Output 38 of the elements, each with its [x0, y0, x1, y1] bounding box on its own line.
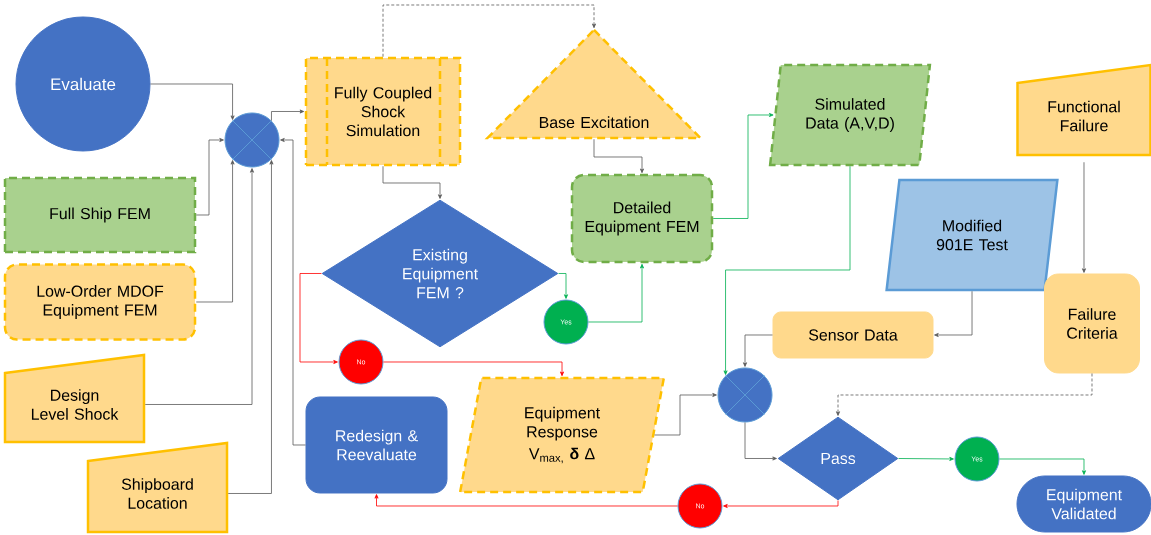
arrow [588, 263, 644, 323]
arrow [999, 458, 1086, 475]
arrow [654, 393, 717, 436]
arrow [382, 4, 596, 58]
data-parallelogram: Simulated Data (A,V,D) [768, 63, 932, 167]
arrow [723, 500, 839, 508]
predefined-process-box: Fully Coupled Shock Simulation [304, 56, 462, 167]
arrow [280, 138, 306, 446]
arrow [150, 83, 235, 120]
arrow [836, 373, 1093, 416]
arrow [195, 160, 235, 303]
arrow [744, 422, 777, 461]
arrow [382, 165, 442, 199]
process-box: Detailed Equipment FEM [570, 173, 714, 264]
data-box: Low-Order MDOF Equipment FEM [3, 263, 197, 341]
arrow [271, 109, 305, 121]
arrow [195, 138, 224, 216]
arrow [934, 290, 973, 337]
data-box: Full Ship FEM [3, 176, 197, 254]
arrow [593, 138, 644, 174]
arrow [723, 165, 851, 375]
summing-junction [224, 112, 280, 168]
arrow [144, 168, 254, 405]
summing-junction [717, 367, 773, 423]
arrow [299, 273, 338, 364]
terminal-box: Equipment Validated [1016, 475, 1151, 533]
arrow [227, 160, 274, 494]
arrow [712, 113, 774, 219]
process-box: Failure Criteria [1044, 273, 1140, 374]
arrow [898, 456, 954, 461]
process-box: Redesign & Reevaluate [305, 396, 448, 494]
arrow [743, 334, 773, 367]
arrow [374, 494, 678, 507]
arrow [1082, 161, 1086, 273]
process-box: Sensor Data [772, 311, 934, 359]
arrow [558, 273, 568, 299]
arrow [383, 361, 564, 377]
data-parallelogram: Modified 901E Test [885, 178, 1059, 292]
